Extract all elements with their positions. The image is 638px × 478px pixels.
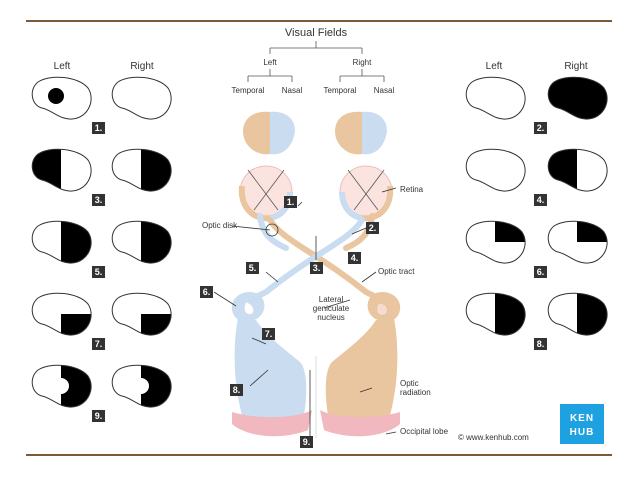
field-row-3-left-eye bbox=[31, 292, 92, 336]
field-badge-7: 6. bbox=[534, 266, 547, 278]
occipital-lobe-label: Occipital lobe bbox=[400, 427, 449, 436]
pathway-badge-7-text: 7. bbox=[265, 329, 273, 339]
left-optic-radiation bbox=[232, 318, 312, 437]
field-badge-2: 5. bbox=[92, 266, 105, 278]
optic-tract-label: Optic tract bbox=[378, 267, 415, 276]
right-eye bbox=[339, 165, 394, 222]
pathway-badge-1-text: 1. bbox=[287, 197, 295, 207]
left-col-right-label: Right bbox=[130, 61, 154, 72]
pathway-badge-4-text: 4. bbox=[351, 253, 359, 263]
field-row-8-left-eye bbox=[465, 292, 526, 336]
left-eye-visual-field bbox=[243, 111, 295, 155]
pathway-badge-3: 3. bbox=[310, 262, 323, 274]
field-badge-3: 7. bbox=[92, 338, 105, 350]
optic-radiation-label-2: radiation bbox=[400, 388, 431, 397]
tree-temporal-right: Temporal bbox=[324, 86, 357, 95]
field-row-6-left-eye bbox=[465, 148, 526, 192]
pathway-badge-2-text: 2. bbox=[369, 223, 377, 233]
right-col-right-label: Right bbox=[564, 61, 588, 72]
field-row-4-right-eye bbox=[111, 364, 172, 408]
lgn-label-3: nucleus bbox=[317, 313, 345, 322]
pathway-badge-3-text: 3. bbox=[313, 263, 321, 273]
left-col-left-label: Left bbox=[54, 61, 71, 72]
field-row-3-right-eye bbox=[111, 292, 172, 336]
right-col-left-label: Left bbox=[486, 61, 503, 72]
pathway-badge-4: 4. bbox=[348, 252, 361, 264]
tree-nasal-left: Nasal bbox=[282, 86, 303, 95]
field-row-7-left-eye bbox=[465, 220, 526, 264]
field-badge-8: 8. bbox=[534, 338, 547, 350]
right-eye-visual-field bbox=[335, 111, 387, 155]
field-badge-3-text: 7. bbox=[95, 339, 103, 349]
title: Visual Fields bbox=[285, 27, 348, 39]
field-badge-4: 9. bbox=[92, 410, 105, 422]
pathway-badge-8: 8. bbox=[230, 384, 243, 396]
pathway-badge-7: 7. bbox=[262, 328, 275, 340]
pathway-badge-5-text: 5. bbox=[249, 263, 257, 273]
field-badge-5: 2. bbox=[534, 122, 547, 134]
field-badge-7-text: 6. bbox=[537, 267, 545, 277]
left-eye bbox=[238, 165, 293, 222]
pathway-badge-9: 9. bbox=[300, 436, 313, 448]
credit-text: © www.kenhub.com bbox=[458, 433, 529, 442]
pathway-badge-2: 2. bbox=[366, 222, 379, 234]
pointer-lines bbox=[213, 187, 397, 438]
title-tree bbox=[247, 41, 385, 82]
field-badge-0-text: 1. bbox=[95, 123, 103, 133]
pathway-badge-8-text: 8. bbox=[233, 385, 241, 395]
field-badge-6-text: 4. bbox=[537, 195, 545, 205]
field-badge-1: 3. bbox=[92, 194, 105, 206]
field-row-5-left-eye bbox=[465, 76, 526, 120]
tree-right-label: Right bbox=[353, 58, 372, 67]
lgn-label-2: geniculate bbox=[313, 304, 350, 313]
field-badge-6: 4. bbox=[534, 194, 547, 206]
pathway-badges: 1. 2. 3. 4. 5. 6. 7. 8. 9. bbox=[200, 196, 379, 448]
field-badge-8-text: 8. bbox=[537, 339, 545, 349]
field-row-5-right-eye bbox=[547, 76, 608, 120]
pathway-badge-5: 5. bbox=[246, 262, 259, 274]
pathway-badge-1: 1. bbox=[284, 196, 297, 208]
tree-left-label: Left bbox=[263, 58, 277, 67]
field-badge-4-text: 9. bbox=[95, 411, 103, 421]
field-row-2-left-eye bbox=[31, 220, 92, 264]
left-lgn bbox=[231, 291, 265, 322]
tree-nasal-right: Nasal bbox=[374, 86, 395, 95]
field-badge-0: 1. bbox=[92, 122, 105, 134]
field-row-7-right-eye bbox=[547, 220, 608, 264]
field-badge-2-text: 5. bbox=[95, 267, 103, 277]
kenhub-logo: KEN HUB bbox=[560, 404, 604, 444]
optic-radiation-label-1: Optic bbox=[400, 379, 419, 388]
pathway-badge-6-text: 6. bbox=[203, 287, 211, 297]
pathway-badge-9-text: 9. bbox=[303, 437, 311, 447]
field-row-6-right-eye bbox=[547, 148, 608, 192]
pathway-badge-6: 6. bbox=[200, 286, 213, 298]
field-badge-1-text: 3. bbox=[95, 195, 103, 205]
retina-label: Retina bbox=[400, 185, 424, 194]
visual-pathway-diagram: Left Right Left Right Visual Fields Left… bbox=[26, 20, 612, 456]
visual-field-deficits: 1. 3. 5. 7. 9. 2. 4. 6. 8. bbox=[31, 76, 608, 422]
right-lgn bbox=[367, 291, 401, 322]
optic-disk-label: Optic disk bbox=[202, 221, 238, 230]
field-row-1-right-eye bbox=[111, 148, 172, 192]
tree-temporal-left: Temporal bbox=[232, 86, 265, 95]
logo-line1: KEN bbox=[570, 413, 594, 424]
diagram-frame: Left Right Left Right Visual Fields Left… bbox=[26, 20, 612, 456]
field-badge-5-text: 2. bbox=[537, 123, 545, 133]
field-row-8-right-eye bbox=[547, 292, 608, 336]
field-row-4-left-eye bbox=[31, 364, 92, 408]
right-optic-radiation bbox=[320, 318, 400, 437]
lgn-label-1: Lateral bbox=[319, 295, 344, 304]
field-row-0-left-eye bbox=[31, 76, 92, 120]
logo-line2: HUB bbox=[570, 427, 595, 438]
field-row-1-left-eye bbox=[31, 148, 92, 192]
field-row-0-right-eye bbox=[111, 76, 172, 120]
field-row-2-right-eye bbox=[111, 220, 172, 264]
optic-nerves bbox=[243, 213, 389, 305]
